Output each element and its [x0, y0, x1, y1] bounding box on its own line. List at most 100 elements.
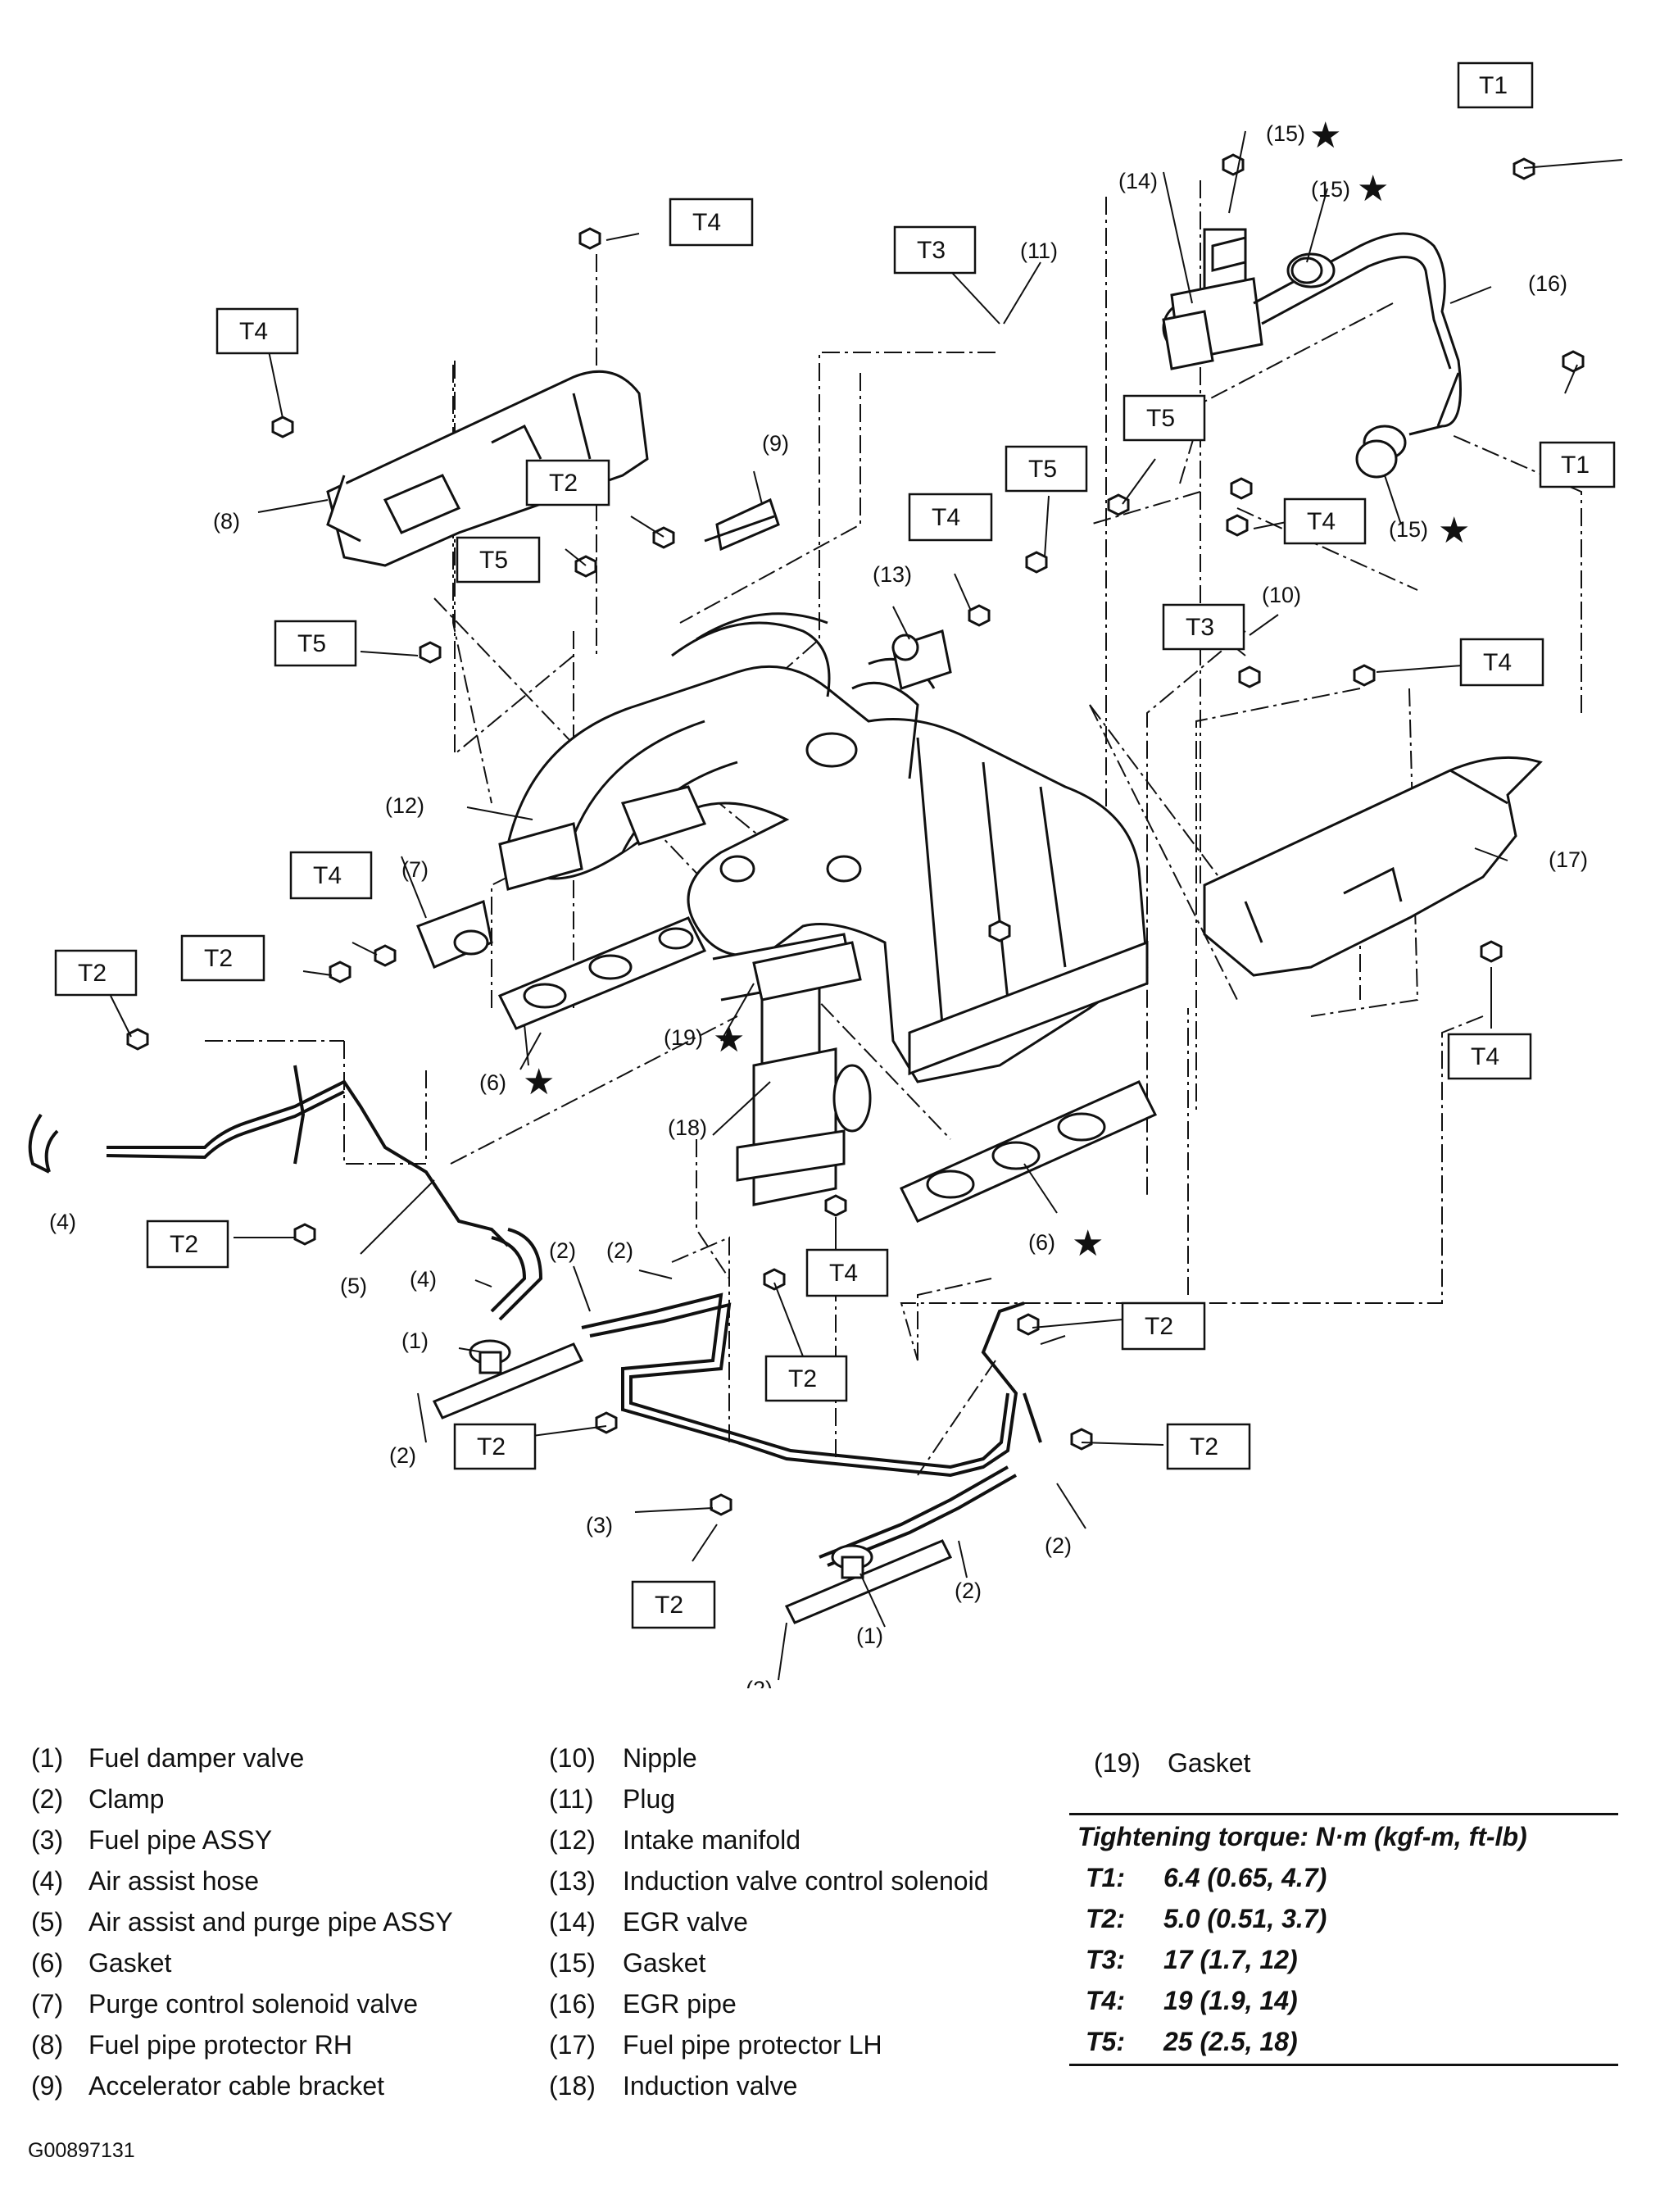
- tag-t5-b: T5: [479, 547, 508, 574]
- torque-row: T4:19 (1.9, 14): [1086, 1986, 1298, 2015]
- tag-t5-d: T5: [297, 630, 326, 657]
- callout-19: (19): [664, 1025, 703, 1050]
- gasket-19: [752, 941, 862, 1002]
- torque-tag-labels: T1 T1 T4 T4 T3 T5 T2 T5 T5 T4 T5 T3 T4 T…: [78, 72, 1590, 1619]
- callout-2c: (2): [389, 1443, 416, 1468]
- legend-item: (8)Fuel pipe protector RH: [31, 2030, 352, 2060]
- star-6a: ★: [523, 1062, 555, 1102]
- torque-tags: [54, 61, 1616, 1629]
- callout-2f: (2): [746, 1677, 773, 1688]
- egr-gaskets: [1211, 236, 1398, 479]
- tag-t4-b: T4: [239, 318, 268, 345]
- accelerator-cable-bracket: [704, 497, 780, 552]
- callout-1b: (1): [856, 1624, 883, 1648]
- star-19: ★: [713, 1020, 745, 1060]
- legend-item: (16)EGR pipe: [549, 1989, 737, 2019]
- air-assist-purge-pipe: [28, 1065, 543, 1321]
- callout-2a: (2): [549, 1238, 576, 1263]
- tag-t2-e: T2: [788, 1365, 817, 1392]
- torque-table-title: Tightening torque: N·m (kgf-m, ft-lb): [1069, 1813, 1618, 1857]
- tag-t2-c: T2: [204, 945, 233, 972]
- callout-1a: (1): [401, 1329, 429, 1353]
- stars: ★ ★ ★ ★ ★ ★: [523, 116, 1470, 1264]
- callout-15b: (15): [1311, 177, 1350, 202]
- star-15a: ★: [1309, 116, 1341, 156]
- legend-item: (10)Nipple: [549, 1743, 697, 1773]
- induction-valve-solenoid: [891, 629, 952, 690]
- callout-11: (11): [1020, 238, 1058, 263]
- tag-t2-f: T2: [1145, 1313, 1173, 1340]
- callout-3: (3): [586, 1513, 613, 1537]
- callout-4b: (4): [410, 1267, 437, 1292]
- callout-2e: (2): [955, 1578, 982, 1603]
- legend-item: (17)Fuel pipe protector LH: [549, 2030, 882, 2060]
- callout-5: (5): [340, 1274, 367, 1298]
- tag-t5-c: T5: [1028, 456, 1057, 483]
- tag-t2-a: T2: [549, 470, 578, 497]
- figure-id: G00897131: [28, 2139, 135, 2162]
- legend-item: (19)Gasket: [1094, 1748, 1251, 1778]
- tag-t4-e: T4: [1483, 649, 1512, 676]
- callout-14: (14): [1118, 169, 1158, 193]
- callout-10: (10): [1262, 583, 1301, 607]
- tag-t4-h: T4: [829, 1260, 858, 1287]
- callout-6b: (6): [1028, 1230, 1055, 1255]
- tag-t4-d: T4: [1307, 508, 1336, 535]
- tag-t4-g: T4: [1471, 1043, 1499, 1070]
- torque-row: T1:6.4 (0.65, 4.7): [1086, 1863, 1327, 1892]
- star-6b: ★: [1072, 1224, 1104, 1264]
- egr-valve: [1162, 228, 1263, 370]
- torque-row: T2:5.0 (0.51, 3.7): [1086, 1904, 1327, 1933]
- callout-9: (9): [762, 431, 789, 456]
- tag-t4-a: T4: [692, 209, 721, 236]
- tag-t2-i: T2: [655, 1592, 683, 1619]
- callout-2b: (2): [606, 1238, 633, 1263]
- egr-pipe: [1253, 232, 1462, 461]
- gasket-right: [899, 1080, 1158, 1223]
- intake-manifold: [498, 665, 1149, 1083]
- torque-row: T3:17 (1.7, 12): [1086, 1945, 1298, 1974]
- callout-6a: (6): [479, 1070, 506, 1095]
- legend-column-2: (10)Nipple (11)Plug (12)Intake manifold …: [549, 1737, 989, 2106]
- tag-t2-h: T2: [1190, 1433, 1218, 1460]
- star-15b: ★: [1357, 169, 1389, 209]
- callout-17: (17): [1549, 847, 1588, 872]
- tag-t3-b: T3: [1186, 614, 1214, 641]
- legend-item: (14)EGR valve: [549, 1907, 748, 1937]
- tag-t4-f: T4: [313, 862, 342, 889]
- legend-column-3: (19)Gasket: [1094, 1742, 1250, 1783]
- callout-16: (16): [1528, 271, 1567, 296]
- torque-row: T5:25 (2.5, 18): [1086, 2027, 1298, 2056]
- legend-item: (12)Intake manifold: [549, 1825, 801, 1855]
- tag-t1-top: T1: [1479, 72, 1508, 99]
- callout-4a: (4): [49, 1210, 76, 1234]
- tag-t1-right: T1: [1561, 452, 1590, 479]
- callout-13: (13): [873, 562, 912, 587]
- callouts: (1) (1) (2) (2) (2) (2) (2) (2) (3) (4) …: [49, 121, 1588, 1688]
- fuel-pipe-protector-lh: [1203, 756, 1543, 977]
- legend-item: (3)Fuel pipe ASSY: [31, 1825, 273, 1855]
- legend-item: (2)Clamp: [31, 1784, 165, 1814]
- legend-item: (1)Fuel damper valve: [31, 1743, 305, 1773]
- callout-15c: (15): [1389, 517, 1428, 542]
- tag-t2-g: T2: [477, 1433, 506, 1460]
- legend-item: (18)Induction valve: [549, 2071, 798, 2101]
- tag-t2-b: T2: [78, 960, 107, 987]
- legend-item: (7)Purge control solenoid valve: [31, 1989, 419, 2019]
- tag-t3-a: T3: [917, 237, 946, 264]
- legend-item: (11)Plug: [549, 1784, 676, 1814]
- exploded-diagram: (1) (1) (2) (2) (2) (2) (2) (2) (3) (4) …: [28, 61, 1623, 1688]
- callout-18: (18): [668, 1115, 707, 1140]
- legend-column-1: (1)Fuel damper valve (2)Clamp (3)Fuel pi…: [31, 1737, 453, 2106]
- gasket-left: [497, 916, 707, 1030]
- fuel-damper-valve-right: [784, 1539, 953, 1624]
- legend-item: (9)Accelerator cable bracket: [31, 2071, 385, 2101]
- fuel-pipe-assy: [581, 1292, 1042, 1567]
- legend-item: (6)Gasket: [31, 1948, 172, 1978]
- fuel-pipe-protector-rh: [326, 370, 649, 567]
- star-15c: ★: [1438, 511, 1470, 551]
- tag-t4-c: T4: [932, 504, 960, 531]
- purge-control-solenoid: [416, 899, 493, 969]
- callout-15a: (15): [1266, 121, 1305, 146]
- callout-8: (8): [213, 509, 240, 534]
